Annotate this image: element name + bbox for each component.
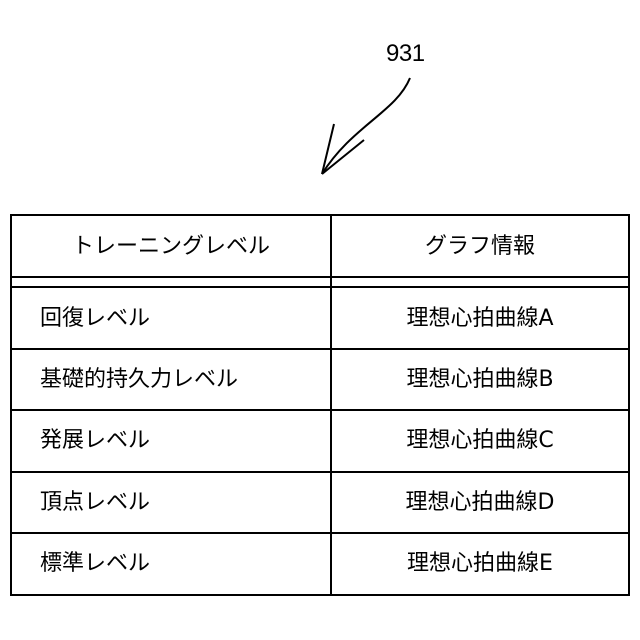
row-1-graph: 理想心拍曲線A xyxy=(332,308,628,330)
header-double-rule-top xyxy=(12,276,628,278)
row-rule-4 xyxy=(12,532,628,534)
row-rule-2 xyxy=(12,409,628,411)
row-rule-1 xyxy=(12,348,628,350)
leader-line xyxy=(322,78,410,174)
training-level-table: トレーニングレベル グラフ情報 回復レベル 理想心拍曲線A 基礎的持久力レベル … xyxy=(10,214,630,596)
row-4-level: 頂点レベル xyxy=(40,492,150,514)
header-double-rule-bottom xyxy=(12,286,628,288)
leader-arrow xyxy=(0,0,640,200)
row-1-level: 回復レベル xyxy=(40,308,150,330)
row-2-level: 基礎的持久力レベル xyxy=(40,369,238,391)
row-5-graph: 理想心拍曲線E xyxy=(332,553,628,575)
row-3-graph: 理想心拍曲線C xyxy=(332,430,628,452)
row-rule-3 xyxy=(12,471,628,473)
header-training-level: トレーニングレベル xyxy=(12,236,330,258)
row-4-graph: 理想心拍曲線D xyxy=(332,492,628,514)
row-3-level: 発展レベル xyxy=(40,430,150,452)
row-5-level: 標準レベル xyxy=(40,553,150,575)
row-2-graph: 理想心拍曲線B xyxy=(332,369,628,391)
header-graph-info: グラフ情報 xyxy=(332,236,628,258)
table-header-row: トレーニングレベル グラフ情報 xyxy=(12,216,628,276)
arrow-head xyxy=(322,124,364,174)
